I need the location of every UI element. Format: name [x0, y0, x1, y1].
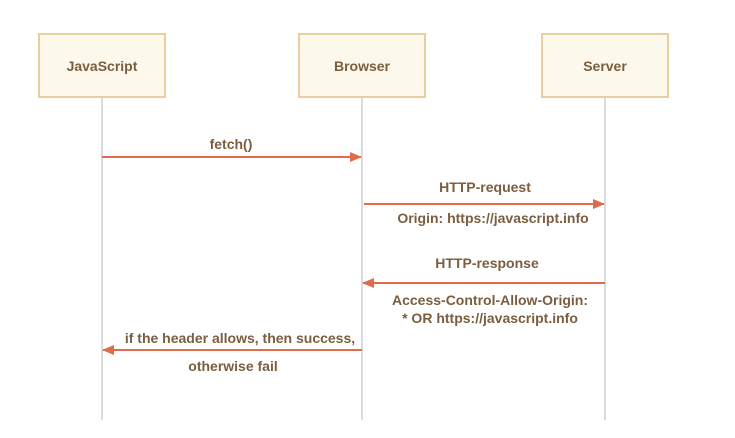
browser-actor-label: Browser: [333, 57, 391, 74]
javascript-actor-label: JavaScript: [66, 57, 138, 74]
server-actor-box: Server: [541, 33, 669, 98]
browser-actor-box: Browser: [298, 33, 426, 98]
server-actor-label: Server: [583, 57, 627, 74]
acao-value-label: * OR https://javascript.info: [402, 310, 578, 326]
origin-header-label: Origin: https://javascript.info: [397, 210, 589, 226]
javascript-actor-box: JavaScript: [38, 33, 166, 98]
acao-header-label: Access-Control-Allow-Origin:: [391, 292, 588, 308]
http-request-label: HTTP-request: [439, 179, 531, 195]
fetch-label: fetch(): [209, 136, 253, 152]
result-success-label: if the header allows, then success,: [124, 330, 356, 346]
result-fail-label: otherwise fail: [188, 358, 278, 374]
http-response-label: HTTP-response: [435, 255, 539, 271]
